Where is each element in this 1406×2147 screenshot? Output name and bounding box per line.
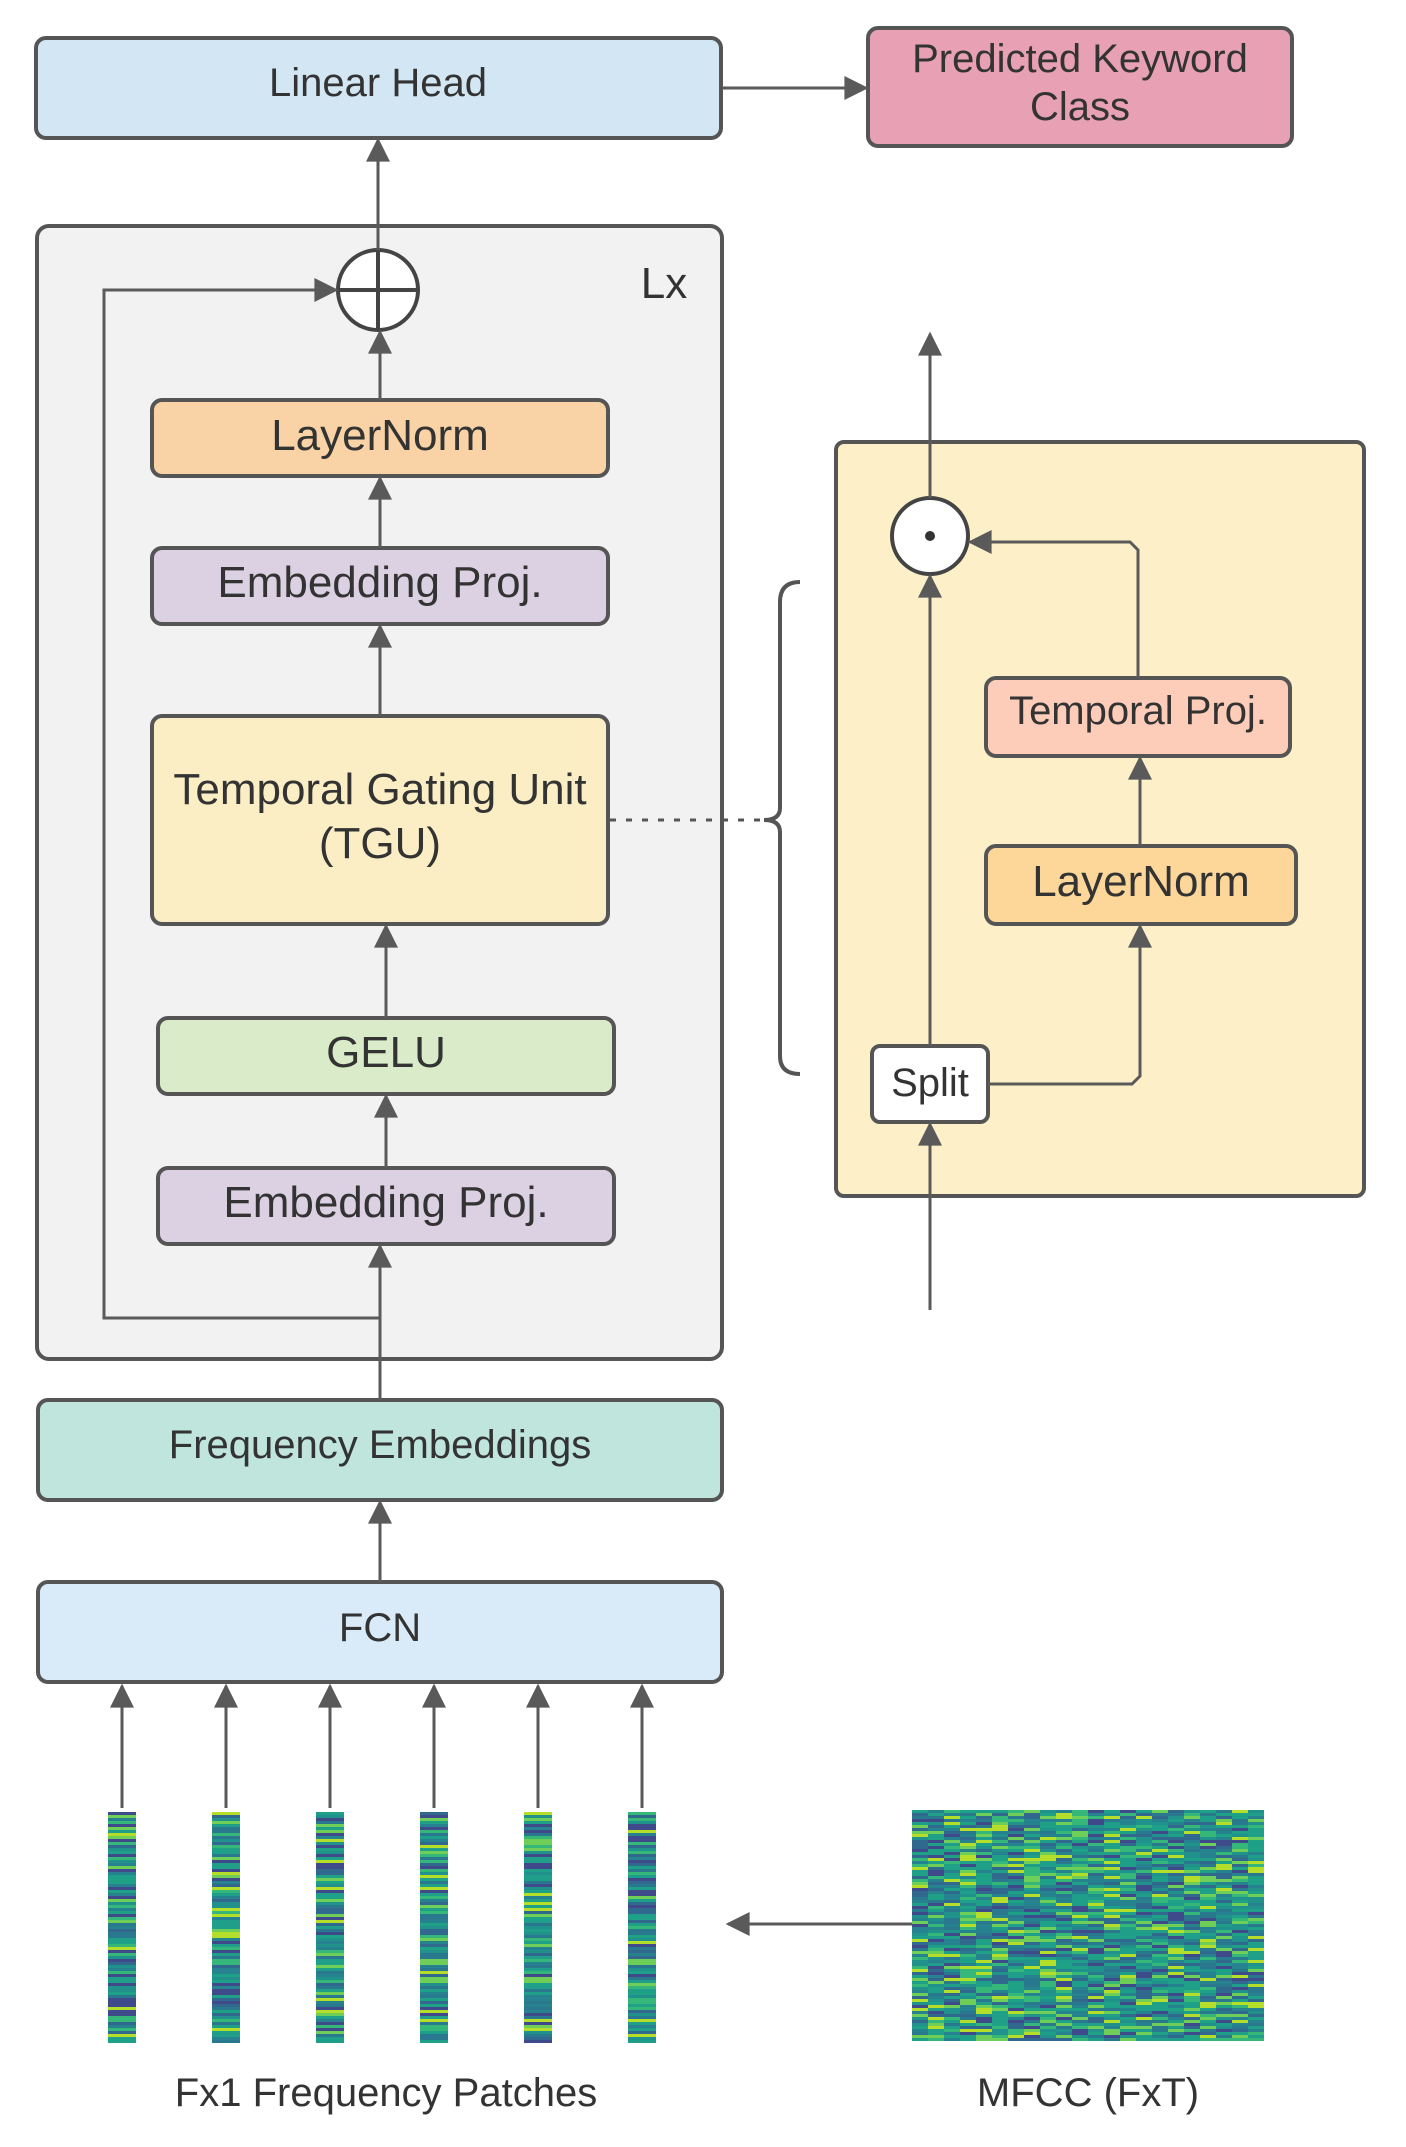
frequency-patch bbox=[212, 1812, 240, 2043]
frequency-patch bbox=[628, 1812, 656, 2043]
arrow-split-to-layernorm bbox=[988, 923, 1152, 1086]
mfcc-caption: MFCC (FxT) bbox=[977, 2071, 1199, 2115]
multiply-dot bbox=[925, 531, 935, 541]
frequency-patch bbox=[108, 1812, 136, 2043]
frequency-patch bbox=[524, 1812, 552, 2043]
frequency-patch bbox=[316, 1812, 344, 2043]
frequency-embeddings-label: Frequency Embeddings bbox=[169, 1423, 591, 1467]
tgu-detail-box bbox=[834, 440, 1366, 1198]
layernorm-label: LayerNorm bbox=[271, 411, 489, 460]
tgu-layernorm-label: LayerNorm bbox=[1032, 857, 1250, 906]
embedding-proj-bottom-label: Embedding Proj. bbox=[223, 1178, 548, 1227]
patch-arrows bbox=[110, 1683, 654, 1808]
predicted-class-label-line1: Predicted Keyword bbox=[912, 37, 1248, 81]
arrow-temporalproj-to-multiply bbox=[967, 530, 1140, 678]
tgu-detail-brace bbox=[763, 580, 801, 1076]
predicted-class-label-line2: Class bbox=[1030, 85, 1130, 129]
embedding-proj-top-label: Embedding Proj. bbox=[217, 558, 542, 607]
repeat-label: Lx bbox=[641, 259, 687, 308]
residual-skip-path bbox=[102, 278, 380, 1320]
temporal-proj-label: Temporal Proj. bbox=[1009, 689, 1267, 733]
mfcc-spectrogram bbox=[912, 1810, 1264, 2041]
linear-head-label: Linear Head bbox=[269, 61, 487, 105]
tgu-label-line2: (TGU) bbox=[319, 819, 441, 868]
gelu-label: GELU bbox=[326, 1028, 446, 1077]
frequency-patches bbox=[108, 1812, 656, 2043]
patches-caption: Fx1 Frequency Patches bbox=[175, 2071, 597, 2115]
fcn-label: FCN bbox=[339, 1606, 421, 1650]
tgu-label-line1: Temporal Gating Unit bbox=[173, 765, 586, 814]
split-label: Split bbox=[891, 1061, 969, 1105]
frequency-patch bbox=[420, 1812, 448, 2043]
